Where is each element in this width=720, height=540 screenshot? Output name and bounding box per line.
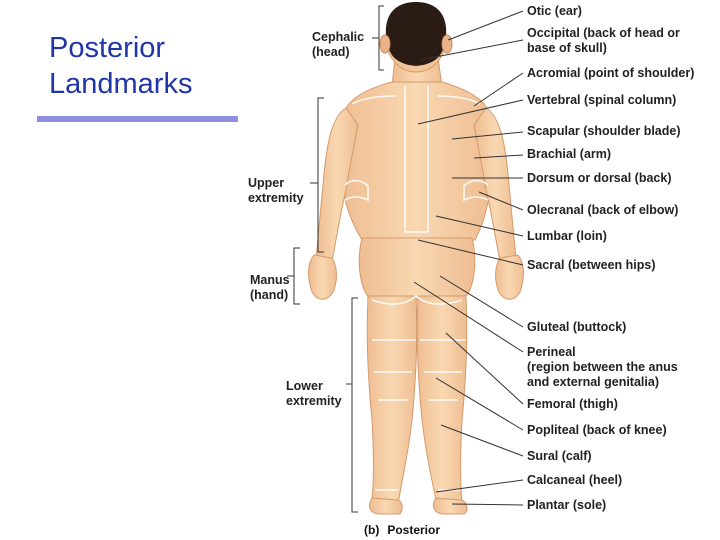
label-otic: Otic (ear) xyxy=(527,4,582,18)
label-occipital-line2: base of skull) xyxy=(527,41,607,55)
label-scapular: Scapular (shoulder blade) xyxy=(527,124,681,138)
leader-lines xyxy=(413,10,524,506)
region-outlines xyxy=(344,86,489,491)
label-cephalic-line2: (head) xyxy=(312,45,350,59)
label-perineal-line1: Perineal xyxy=(527,345,576,359)
label-plantar: Plantar (sole) xyxy=(527,498,607,512)
label-manus-line1: Manus xyxy=(250,273,290,287)
label-lower-line1: Lower xyxy=(286,379,323,393)
label-manus-line2: (hand) xyxy=(250,288,289,302)
label-manus: Manus (hand) xyxy=(250,273,290,303)
label-acromial: Acromial (point of shoulder) xyxy=(527,66,695,80)
label-dorsum: Dorsum or dorsal (back) xyxy=(527,171,672,185)
label-calcaneal: Calcaneal (heel) xyxy=(527,473,623,487)
label-brachial: Brachial (arm) xyxy=(527,147,612,161)
slide-title: Posterior Landmarks xyxy=(49,30,192,102)
label-upper-extremity: Upper extremity xyxy=(248,176,304,206)
label-popliteal: Popliteal (back of knee) xyxy=(527,423,667,437)
caption-letter: (b) xyxy=(364,523,380,537)
title-line-1: Posterior xyxy=(49,32,166,64)
label-occipital-line1: Occipital (back of head or xyxy=(527,26,680,40)
figure-caption: (b) Posterior xyxy=(364,523,448,537)
label-upper-line1: Upper xyxy=(248,176,285,190)
label-lumbar: Lumbar (loin) xyxy=(527,229,607,243)
label-perineal: Perineal (region between the anus and ex… xyxy=(527,345,678,390)
label-lower-extremity: Lower extremity xyxy=(286,379,342,409)
label-olecranal: Olecranal (back of elbow) xyxy=(527,203,679,217)
left-brackets xyxy=(287,5,384,513)
title-underline xyxy=(37,116,238,122)
label-upper-line2: extremity xyxy=(248,191,304,205)
label-perineal-line3: and external genitalia) xyxy=(527,375,659,389)
caption-text: Posterior xyxy=(387,523,441,537)
label-gluteal: Gluteal (buttock) xyxy=(527,320,627,334)
label-femoral: Femoral (thigh) xyxy=(527,397,618,411)
label-cephalic-line1: Cephalic xyxy=(312,30,365,44)
label-sacral: Sacral (between hips) xyxy=(527,258,656,272)
label-occipital: Occipital (back of head or base of skull… xyxy=(527,26,680,56)
head xyxy=(379,2,453,73)
label-perineal-line2: (region between the anus xyxy=(527,360,678,374)
label-lower-line2: extremity xyxy=(286,394,342,408)
label-sural: Sural (calf) xyxy=(527,449,592,463)
title-line-2: Landmarks xyxy=(49,68,193,100)
label-vertebral: Vertebral (spinal column) xyxy=(527,93,677,107)
body-figure xyxy=(308,57,524,515)
label-cephalic: Cephalic (head) xyxy=(312,30,364,60)
